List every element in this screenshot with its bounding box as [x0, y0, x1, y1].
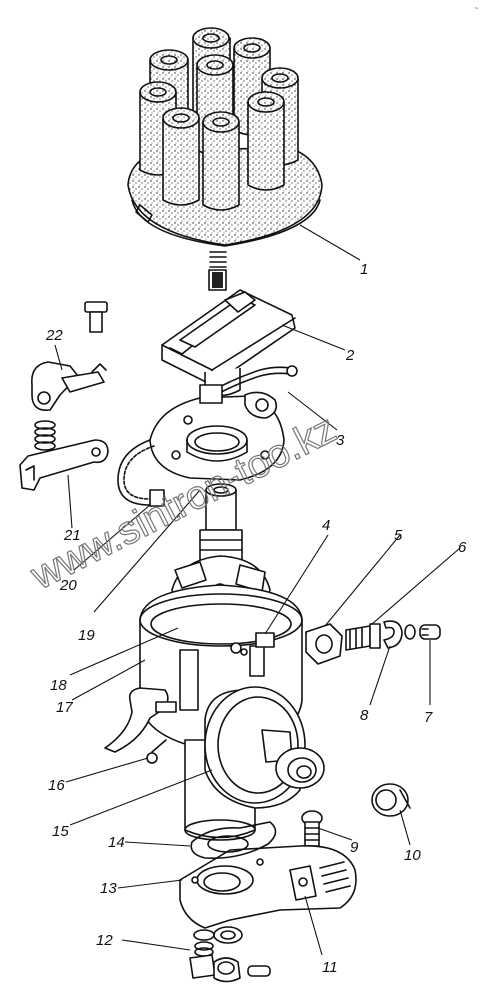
leader-2: [281, 324, 346, 351]
cap-nut-10: [371, 783, 411, 817]
leader-13: [117, 879, 183, 889]
callout-2: 2: [345, 347, 355, 364]
center-brush-spring: [208, 251, 227, 291]
callout-22: 22: [45, 327, 63, 344]
callout-20: 20: [59, 577, 77, 594]
leader-19: [93, 489, 201, 613]
corner-mark: ~: [474, 5, 479, 12]
callout-14: 14: [108, 834, 125, 851]
leader-lines: [54, 224, 461, 956]
small-bolt: [84, 301, 108, 333]
leader-4: [264, 534, 329, 635]
leader-10: [399, 809, 411, 846]
callout-17: 17: [56, 699, 73, 716]
spring-22: [34, 420, 56, 451]
callout-13: 13: [100, 880, 117, 897]
leader-18: [69, 627, 179, 676]
leader-1: [299, 224, 361, 261]
callout-11: 11: [322, 959, 338, 976]
leader-16: [65, 757, 149, 783]
callout-9: 9: [350, 839, 359, 856]
leader-21: [67, 474, 73, 529]
vacuum-unit-15: [204, 686, 325, 809]
clamp-12: [189, 926, 271, 983]
leader-17: [71, 659, 146, 701]
rotor: [161, 289, 296, 397]
leader-6: [371, 547, 461, 625]
leader-15: [69, 769, 213, 826]
lever-21: [19, 439, 109, 491]
octane-nut-5: [305, 623, 343, 665]
cam-shaft: [199, 483, 243, 561]
callout-labels: 1 2 3 4 5 6 7 8 9 10 11 12 13 14 15 16 1…: [45, 261, 467, 976]
callout-10: 10: [404, 847, 421, 864]
leader-3: [287, 391, 338, 431]
distributor-cap: [127, 27, 323, 247]
callout-19: 19: [78, 627, 95, 644]
leader-5: [324, 534, 401, 627]
callout-5: 5: [394, 527, 403, 544]
block-11: [289, 865, 317, 901]
callout-15: 15: [52, 823, 69, 840]
leader-12: [121, 939, 191, 951]
braided-wire-20: [117, 439, 166, 507]
leader-14: [124, 841, 191, 847]
callout-7: 7: [424, 709, 433, 726]
callout-3: 3: [336, 432, 345, 449]
callout-6: 6: [458, 539, 467, 556]
screw-7: [404, 624, 441, 640]
callout-18: 18: [50, 677, 67, 694]
breaker-plate: [149, 384, 285, 481]
callout-21: 21: [63, 527, 81, 544]
callout-12: 12: [96, 932, 113, 949]
callout-8: 8: [360, 707, 369, 724]
leader-20: [73, 504, 151, 571]
leader-8: [369, 645, 391, 706]
washer-8: [383, 620, 403, 649]
adjuster-screw-6: [345, 623, 381, 651]
ground-lead-wire: [209, 365, 298, 399]
callout-1: 1: [360, 261, 368, 278]
clamp-16: [104, 687, 177, 764]
leader-9: [317, 827, 353, 841]
octane-plate-13: [179, 845, 357, 929]
callout-4: 4: [322, 517, 330, 534]
terminal-4: [255, 632, 275, 648]
leader-11: [304, 895, 323, 956]
callout-16: 16: [48, 777, 65, 794]
clip-22: [31, 361, 107, 412]
gasket-14: [190, 821, 277, 860]
leader-22: [54, 344, 63, 371]
cap-towers: [139, 27, 299, 211]
